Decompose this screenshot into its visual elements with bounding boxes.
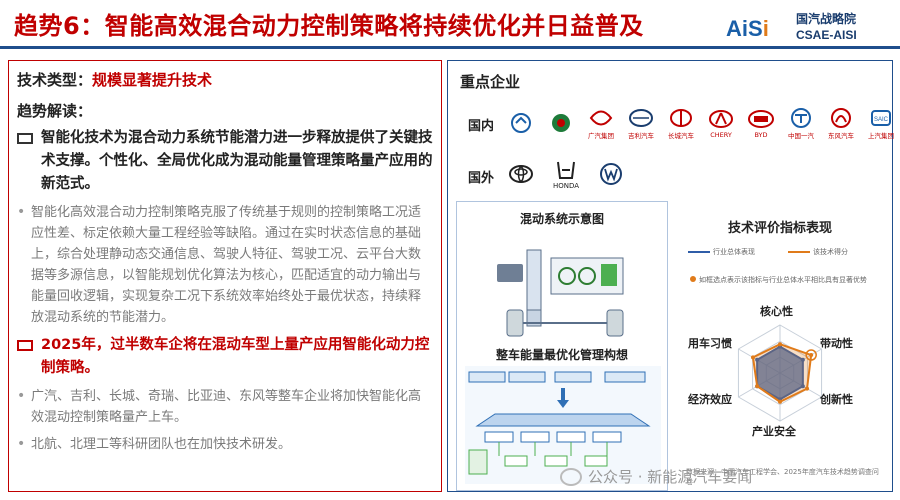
eval-title: 技术评价指标表现 (727, 221, 832, 236)
trend-detail: • 北航、北理工等科研团队也在加快技术研发。 (17, 434, 433, 455)
bullet-icon: • (17, 436, 26, 452)
foreign-logos: HONDA (504, 159, 628, 190)
axis-label-economic-effect: 经济效应 (688, 393, 732, 406)
honda-logo: HONDA (544, 159, 588, 190)
footer-watermark: 公众号 · 新能源汽车要闻 (560, 466, 752, 487)
org-name-en: CSAE-AISI (796, 28, 857, 42)
tech-type-value: 规模显著提升技术 (92, 71, 213, 89)
bullet-icon: • (17, 388, 26, 404)
chery-logo: CHERY (704, 108, 738, 139)
header-rule (0, 46, 900, 49)
radar-point (778, 399, 782, 404)
radar-point (800, 384, 805, 389)
org-name-cn: 国汽战略院 (796, 12, 857, 26)
highlight-dot-icon (690, 276, 696, 282)
geely-logo: 吉利汽车 (624, 107, 658, 140)
diagram-subtitle: 整车能量最优化管理构想 (495, 348, 628, 362)
radar-highlight-marker (805, 349, 817, 361)
axis-label-core: 核心性 (760, 305, 793, 318)
trend-detail-text: 广汽、吉利、长城、奇瑞、比亚迪、东风等整车企业将加快智能化高效混动控制策略量产上… (31, 389, 422, 425)
axis-label-usage-habit: 用车习惯 (688, 337, 732, 350)
radar-chart (737, 324, 823, 422)
bullet-icon: • (17, 204, 26, 220)
evaluation-panel: 技术评价指标表现 行业总体表现 该技术得分 如框选点表示该指标与行业总体水平相比… (674, 201, 886, 491)
dongfeng-logo: 东风汽车 (824, 107, 858, 140)
radar-point (809, 353, 814, 357)
byd-logo: BYD (744, 108, 778, 139)
faw-emblem-logo (544, 112, 578, 135)
toyota-logo (504, 163, 538, 186)
svg-text:SAIC: SAIC (874, 117, 889, 123)
radar-point (755, 357, 760, 362)
trend-detail: • 广汽、吉利、长城、奇瑞、比亚迪、东风等整车企业将加快智能化高效混动控制策略量… (17, 386, 433, 428)
trend-point: 智能化技术为混合动力系统节能潜力进一步释放提供了关键技术支撑。个性化、全局优化成… (17, 127, 433, 196)
foreign-label: 国外 (468, 171, 495, 186)
org-logo: AiSi 国汽战略院 CSAE-AISI (726, 6, 886, 50)
axis-label-driving: 带动性 (820, 337, 853, 350)
gac-logo: 广汽集团 (584, 107, 618, 140)
tech-type-label: 技术类型： (17, 71, 93, 89)
trend-heading: 趋势解读： (17, 102, 93, 120)
checkbox-icon (17, 340, 33, 351)
great-wall-logo: 长城汽车 (664, 107, 698, 140)
data-source: 数据来源：中国汽车工程学会、2025年度汽车技术趋势调查问卷 (686, 468, 879, 486)
energy-management-illustration (465, 366, 661, 484)
radar-series-tech (751, 343, 813, 403)
trend-detail: • 智能化高效混合动力控制策略克服了传统基于规则的控制策略工况适应性差、标定依赖… (17, 202, 433, 328)
domestic-label: 国内 (468, 119, 495, 134)
page-title: 趋势6：智能高效混合动力控制策略将持续优化并日益普及 (14, 12, 644, 40)
key-enterprises-heading: 重点企业 (460, 73, 521, 91)
enterprise-panel: 重点企业 国内 广汽集团 吉利汽车 长城汽车 CHERY BYD (447, 60, 894, 492)
aisi-logo: AiSi (726, 16, 769, 41)
saic-emblem-logo (504, 112, 538, 135)
tech-type: 技术类型：规模显著提升技术 (17, 69, 433, 90)
trend-point-text: 智能化技术为混合动力系统节能潜力进一步释放提供了关键技术支撑。个性化、全局优化成… (41, 130, 433, 192)
faw-group-logo: 中国一汽 (784, 107, 818, 140)
radar-point (800, 357, 805, 362)
domestic-logos: 广汽集团 吉利汽车 长城汽车 CHERY BYD 中国一汽 东风汽车 SAIC (504, 107, 898, 140)
radar-point (755, 384, 760, 389)
checkbox-icon (17, 133, 33, 144)
trend-point: 2025年，过半数车企将在混动车型上量产应用智能化动力控制策略。 (17, 334, 433, 380)
axis-label-industry-security: 产业安全 (752, 425, 796, 438)
trend-detail-text: 北航、北理工等科研团队也在加快技术研发。 (31, 437, 292, 452)
saic-group-logo: SAIC 上汽集团 (864, 107, 898, 140)
radar-point (778, 342, 782, 347)
hybrid-diagram: 混动系统示意图 整车能量最优化管理构想 (456, 201, 668, 491)
legend-industry: 行业总体表现 (688, 247, 755, 257)
volkswagen-logo (594, 163, 628, 186)
axis-label-innovation: 创新性 (820, 393, 853, 406)
eval-note: 如框选点表示该指标与行业总体水平相比具有显著优势 (690, 275, 880, 285)
diagram-title: 混动系统示意图 (519, 212, 604, 226)
radar-point (750, 355, 755, 360)
legend-swatch (788, 251, 810, 253)
legend-swatch (688, 251, 710, 253)
hybrid-system-illustration (497, 249, 624, 337)
radar-point (805, 386, 810, 391)
legend-tech: 该技术得分 (788, 247, 848, 257)
trend-detail-text: 智能化高效混合动力控制策略克服了传统基于规则的控制策略工况适应性差、标定依赖大量… (31, 205, 422, 325)
trend-panel: 技术类型：规模显著提升技术 趋势解读： 智能化技术为混合动力系统节能潜力进一步释… (8, 60, 442, 492)
wechat-icon (560, 467, 582, 486)
trend-point-text: 2025年，过半数车企将在混动车型上量产应用智能化动力控制策略。 (41, 337, 430, 376)
